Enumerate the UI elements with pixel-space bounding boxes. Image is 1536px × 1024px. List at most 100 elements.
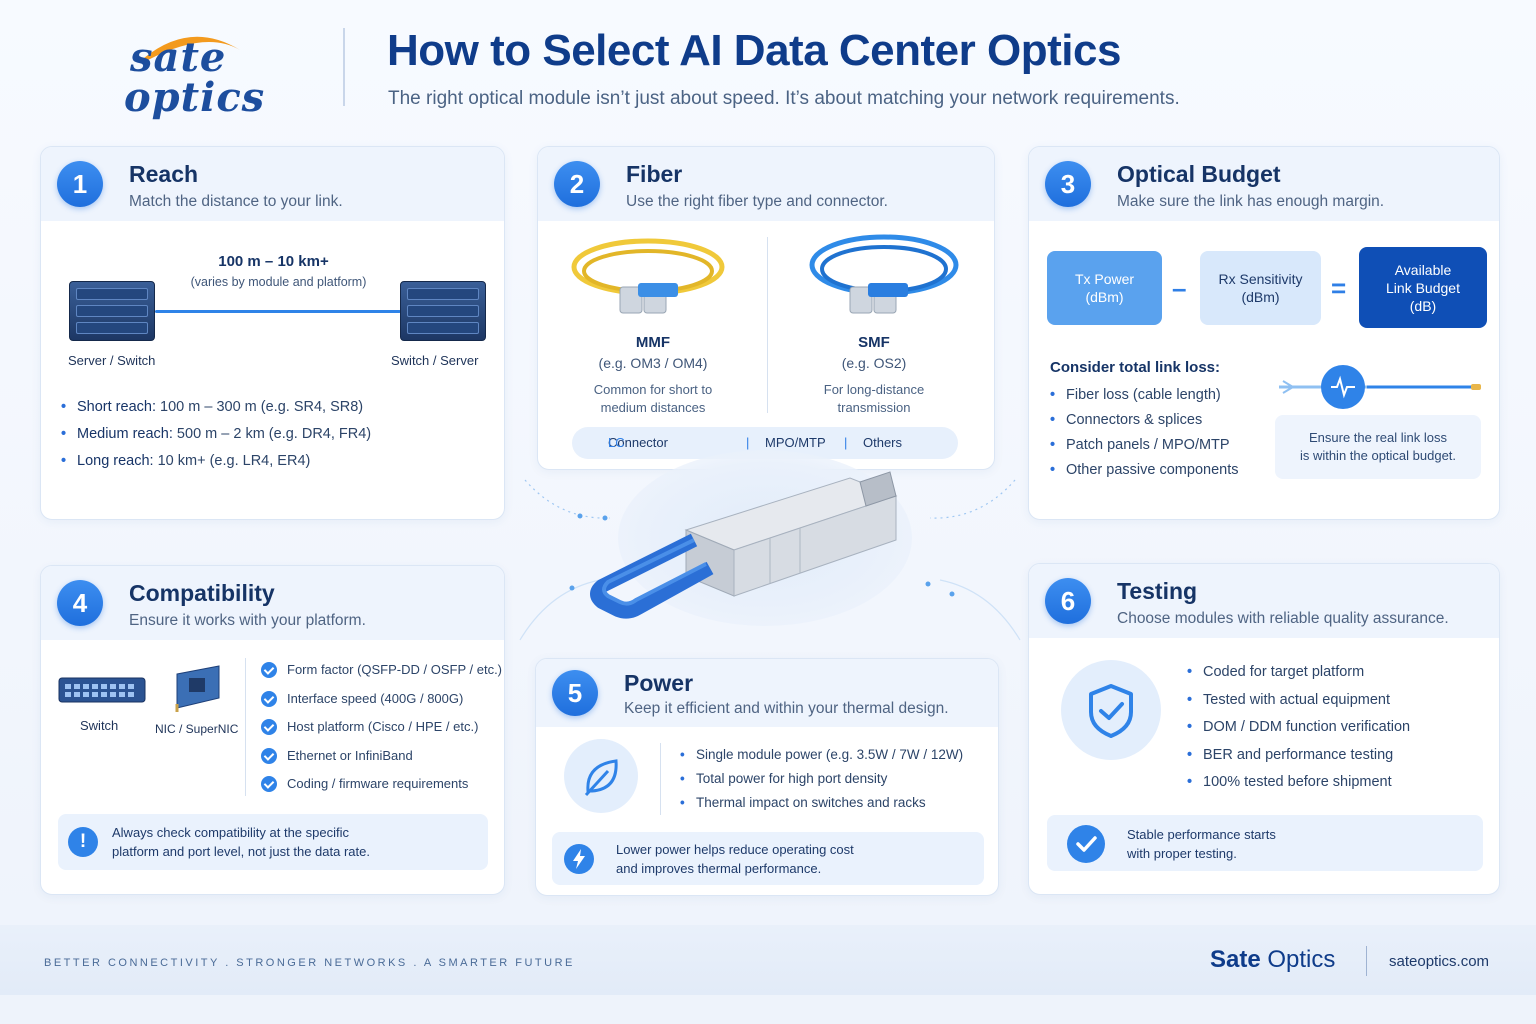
signal-line-icon xyxy=(1279,365,1481,409)
list-item: Connectors & splices xyxy=(1050,412,1238,437)
leaf-icon xyxy=(564,739,638,813)
shield-check-icon xyxy=(1061,660,1161,760)
logo-text-optics: optics xyxy=(124,74,266,121)
card-title: Power xyxy=(624,670,694,696)
list-item: DOM / DDM function verification xyxy=(1187,719,1410,747)
list-item: Patch panels / MPO/MTP xyxy=(1050,437,1238,462)
card-subtitle: Match the distance to your link. xyxy=(129,193,343,210)
transceiver-module-icon xyxy=(590,471,898,619)
card-compatibility: 4 Compatibility Ensure it works with you… xyxy=(40,565,505,895)
card-header xyxy=(536,659,998,727)
list-item: 100% tested before shipment xyxy=(1187,774,1410,802)
page-subtitle: The right optical module isn’t just abou… xyxy=(388,88,1180,109)
testing-list: Coded for target platform Tested with ac… xyxy=(1187,664,1410,802)
list-item: BER and performance testing xyxy=(1187,747,1410,775)
card-subtitle: Use the right fiber type and connector. xyxy=(626,193,888,210)
footer-divider xyxy=(1366,946,1367,976)
connector-others: Others xyxy=(863,435,903,450)
nic-card-icon xyxy=(175,665,220,712)
step-number: 2 xyxy=(554,161,600,207)
list-item: Other passive components xyxy=(1050,462,1238,487)
minus-operator: – xyxy=(1172,273,1187,303)
lightning-icon xyxy=(564,844,594,874)
header-divider xyxy=(343,28,345,106)
server-rack-icon xyxy=(69,281,155,341)
nic-label: NIC / SuperNIC xyxy=(155,722,239,736)
card-header xyxy=(1029,147,1499,221)
list-item: Form factor (QSFP-DD / OSFP / etc.) xyxy=(261,662,502,691)
page-title: How to Select AI Data Center Optics xyxy=(387,26,1121,75)
smf-name: SMF xyxy=(858,334,890,351)
reach-distance-note: (varies by module and platform) xyxy=(190,275,367,289)
loss-list: Fiber loss (cable length) Connectors & s… xyxy=(1050,387,1238,487)
step-number: 5 xyxy=(552,670,598,716)
mmf-cable-icon xyxy=(571,238,725,314)
smf-cable-icon xyxy=(809,234,959,314)
power-list: Single module power (e.g. 3.5W / 7W / 12… xyxy=(680,747,963,819)
card-title: Compatibility xyxy=(129,580,275,606)
list-item: Short reach: 100 m – 300 m (e.g. SR4, SR… xyxy=(61,399,371,426)
footer-url-link[interactable]: sateoptics.com xyxy=(1389,953,1490,970)
card-subtitle: Choose modules with reliable quality ass… xyxy=(1117,610,1449,627)
switch-label: Switch xyxy=(80,718,119,733)
warning-text: Always check compatibility at the specif… xyxy=(112,825,370,859)
switch-icon xyxy=(58,677,146,703)
mmf-name: MMF xyxy=(635,334,671,351)
logo-swoosh-icon xyxy=(144,36,240,60)
right-device-label: Switch / Server xyxy=(391,353,479,368)
check-icon xyxy=(261,662,277,678)
compat-warning: ! Always check compatibility at the spec… xyxy=(58,814,488,870)
alert-icon: ! xyxy=(68,827,98,857)
reach-list: Short reach: 100 m – 300 m (e.g. SR4, SR… xyxy=(61,399,371,480)
decorative-arcs xyxy=(519,479,1021,641)
switch-rack-icon xyxy=(400,281,486,341)
list-item: Long reach: 10 km+ (e.g. LR4, ER4) xyxy=(61,453,371,480)
step-number: 4 xyxy=(57,580,103,626)
card-subtitle: Ensure it works with your platform. xyxy=(129,612,366,629)
card-title: Testing xyxy=(1117,578,1198,604)
loss-title: Consider total link loss: xyxy=(1050,359,1221,376)
footer-band xyxy=(0,925,1536,995)
footer-tagline: BETTER CONNECTIVITY . STRONGER NETWORKS … xyxy=(44,957,575,969)
check-icon xyxy=(261,690,277,707)
connector-types-bar: Connector types: LC | MPO/MTP | Others xyxy=(572,427,958,469)
card-reach: 1 Reach Match the distance to your link.… xyxy=(40,146,505,520)
list-item: Total power for high port density xyxy=(680,771,963,795)
card-header xyxy=(41,147,504,221)
card-title: Fiber xyxy=(626,161,683,187)
footer-brand: Sate Optics xyxy=(1210,946,1336,973)
list-item: Interface speed (400G / 800G) xyxy=(261,690,502,720)
list-item: Host platform (Cisco / HPE / etc.) xyxy=(261,719,502,748)
separator: | xyxy=(746,435,750,450)
list-item: Coding / firmware requirements xyxy=(261,776,502,805)
connector-mpo: MPO/MTP xyxy=(765,435,826,450)
card-header xyxy=(41,566,504,640)
step-number: 1 xyxy=(57,161,103,207)
logo-text-sate: sate xyxy=(130,34,227,81)
check-icon xyxy=(261,719,277,735)
sate-optics-logo: sate optics xyxy=(118,28,264,128)
card-optical-budget: 3 Optical Budget Make sure the link has … xyxy=(1028,146,1500,520)
step-number: 6 xyxy=(1045,578,1091,624)
card-testing: 6 Testing Choose modules with reliable q… xyxy=(1028,563,1500,895)
card-header xyxy=(1029,564,1499,638)
link-line xyxy=(155,310,401,313)
separator: | xyxy=(844,435,848,450)
list-item: Coded for target platform xyxy=(1187,664,1410,692)
card-title: Optical Budget xyxy=(1117,161,1281,187)
compat-divider xyxy=(245,658,246,796)
card-subtitle: Make sure the link has enough margin. xyxy=(1117,193,1385,210)
list-item: Single module power (e.g. 3.5W / 7W / 12… xyxy=(680,747,963,771)
equals-operator: = xyxy=(1331,273,1347,303)
mmf-example: (e.g. OM3 / OM4) xyxy=(598,355,708,371)
card-power: 5 Power Keep it efficient and within you… xyxy=(535,658,999,896)
list-item: Fiber loss (cable length) xyxy=(1050,387,1238,412)
rx-sensitivity-box: Rx Sensitivity(dBm) xyxy=(1200,251,1321,325)
